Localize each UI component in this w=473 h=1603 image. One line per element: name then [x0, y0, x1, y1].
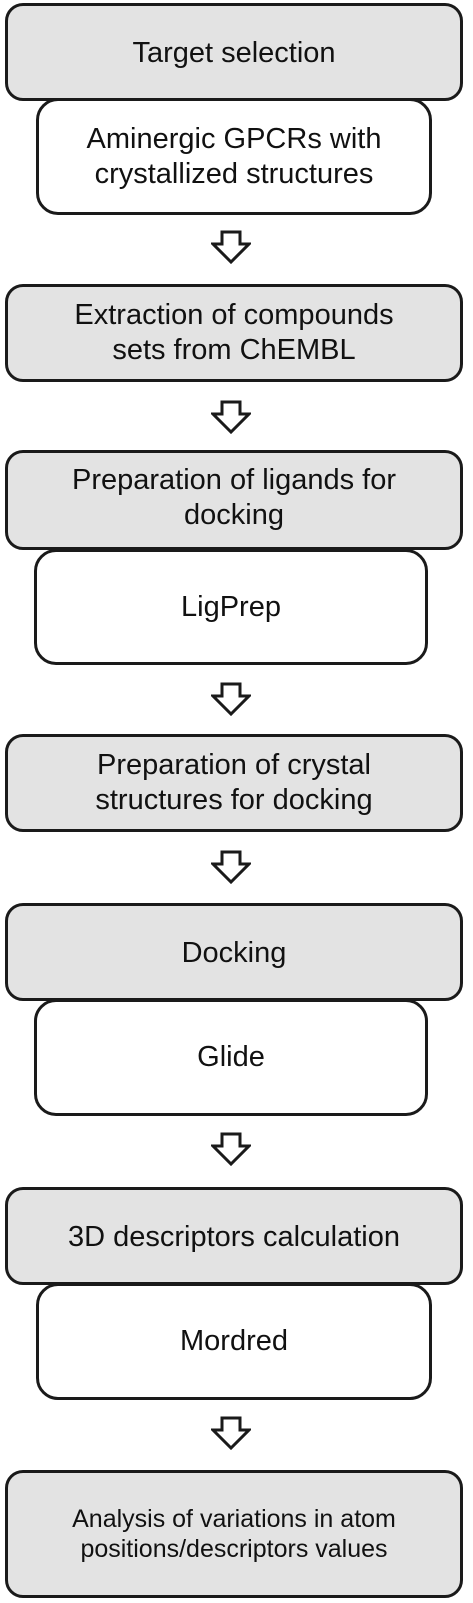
- step-label: 3D descriptors calculation: [67, 1221, 401, 1253]
- step-target-selection: Target selection: [5, 3, 463, 101]
- tool-label: Mordred: [180, 1325, 288, 1358]
- down-arrow-icon: [211, 230, 251, 264]
- down-arrow-icon: [211, 1132, 251, 1166]
- step-label: Analysis of variations in atom positions…: [72, 1505, 396, 1563]
- step-label: Preparation of ligands for docking: [71, 464, 397, 531]
- down-arrow-icon: [211, 1416, 251, 1450]
- tool-label: Aminergic GPCRs with crystallized struct…: [86, 122, 382, 190]
- step-docking: Docking: [5, 903, 463, 1001]
- tool-ligprep: LigPrep: [34, 549, 428, 665]
- down-arrow-icon: [211, 400, 251, 434]
- step-label: Target selection: [132, 37, 336, 69]
- step-descriptors-calculation: 3D descriptors calculation: [5, 1187, 463, 1285]
- step-analysis: Analysis of variations in atom positions…: [5, 1470, 463, 1598]
- step-extraction: Extraction of compounds sets from ChEMBL: [5, 284, 463, 382]
- tool-label: LigPrep: [181, 590, 281, 623]
- step-label: Docking: [181, 937, 287, 969]
- step-label: Preparation of crystal structures for do…: [95, 749, 373, 816]
- down-arrow-icon: [211, 682, 251, 716]
- tool-mordred: Mordred: [36, 1283, 432, 1400]
- step-label: Extraction of compounds sets from ChEMBL: [74, 299, 394, 366]
- step-crystal-preparation: Preparation of crystal structures for do…: [5, 734, 463, 832]
- tool-aminergic-gpcrs: Aminergic GPCRs with crystallized struct…: [36, 98, 432, 215]
- step-ligand-preparation: Preparation of ligands for docking: [5, 450, 463, 550]
- down-arrow-icon: [211, 850, 251, 884]
- tool-label: Glide: [197, 1041, 265, 1074]
- tool-glide: Glide: [34, 999, 428, 1116]
